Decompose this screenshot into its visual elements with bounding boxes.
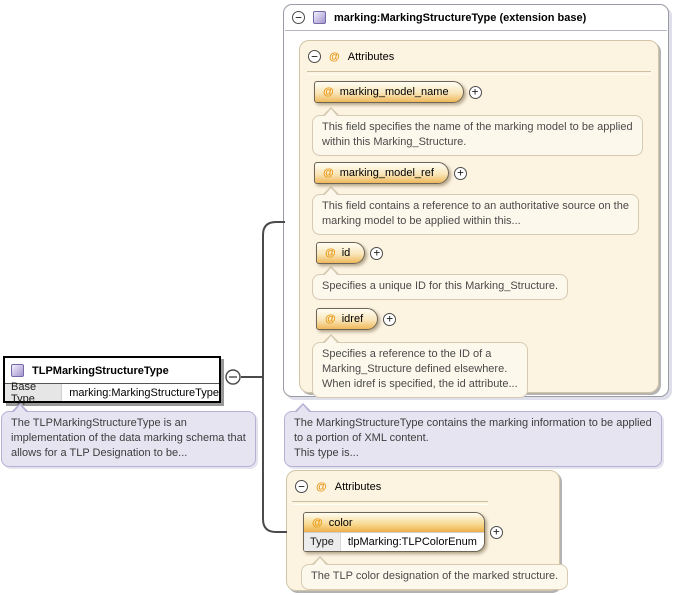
base-type-label: Base Type — [5, 381, 63, 405]
type-value: tlpMarking:TLPColorEnum — [347, 536, 477, 548]
attributes-group-header: − @ Attributes — [300, 41, 658, 63]
header-divider — [285, 30, 667, 34]
attribute-doc-note: The TLP color designation of the marked … — [301, 556, 569, 590]
expand-attribute-button[interactable]: + — [489, 525, 503, 539]
attribute-name: idref — [341, 313, 364, 325]
base-type-row: Base Type marking:MarkingStructureType — [5, 381, 219, 405]
expand-attribute-button[interactable]: + — [383, 312, 397, 326]
collapse-attributes-button[interactable]: − — [295, 480, 308, 493]
color-attribute-title-row: @ color — [304, 513, 484, 533]
attribute-name: color — [328, 516, 353, 529]
attribute-name: id — [341, 247, 351, 259]
attribute-row: @ marking_model_name + — [314, 81, 482, 103]
collapse-attributes-button[interactable]: − — [308, 50, 321, 63]
attribute-node-marking-model-ref[interactable]: @ marking_model_ref — [314, 162, 449, 184]
expand-attribute-button[interactable]: + — [453, 166, 467, 180]
color-attribute-type-row: Type tlpMarking:TLPColorEnum — [304, 533, 484, 551]
type-title-row: TLPMarkingStructureType — [5, 358, 219, 384]
type-label: Type — [304, 533, 341, 551]
complex-type-icon — [11, 364, 24, 377]
attribute-doc-note: This field specifies the name of the mar… — [312, 107, 643, 156]
base-type-value: marking:MarkingStructureType — [69, 386, 219, 399]
extension-base-header: − marking:MarkingStructureType (extensio… — [284, 5, 668, 30]
attribute-row: @ idref + — [316, 308, 397, 330]
tlp-type-doc-note: The TLPMarkingStructureType is an implem… — [1, 403, 256, 467]
attribute-name: marking_model_ref — [339, 167, 434, 179]
attribute-node-color[interactable]: @ color Type tlpMarking:TLPColorEnum — [303, 512, 485, 552]
complex-type-icon — [313, 11, 326, 24]
type-title: TLPMarkingStructureType — [32, 364, 169, 377]
attribute-row: @ color Type tlpMarking:TLPColorEnum + — [303, 512, 503, 552]
attribute-at-icon: @ — [323, 86, 334, 98]
attribute-node-marking-model-name[interactable]: @ marking_model_name — [314, 81, 464, 103]
extension-base-attributes-group: − @ Attributes @ marking_model_name + Th… — [299, 40, 659, 398]
attribute-row: @ marking_model_ref + — [314, 162, 467, 184]
attribute-name: marking_model_name — [339, 86, 449, 98]
attribute-doc-note: Specifies a reference to the ID of a Mar… — [312, 334, 528, 398]
attribute-at-icon: @ — [325, 313, 336, 325]
attribute-at-icon: @ — [312, 516, 323, 529]
attribute-node-idref[interactable]: @ idref — [316, 308, 379, 330]
attribute-doc-note: This field contains a reference to an au… — [312, 186, 639, 235]
attribute-node-id[interactable]: @ id — [316, 242, 366, 264]
attributes-group-label: Attributes — [334, 480, 382, 493]
marking-structure-type-doc-note: The MarkingStructureType contains the ma… — [284, 403, 662, 467]
extension-base-title: marking:MarkingStructureType (extension … — [334, 11, 587, 24]
attributes-group-label: Attributes — [347, 50, 395, 63]
attribute-at-icon: @ — [329, 50, 340, 63]
expand-attribute-button[interactable]: + — [370, 246, 384, 260]
attribute-at-icon: @ — [316, 480, 327, 493]
extension-base-panel: − marking:MarkingStructureType (extensio… — [283, 4, 669, 398]
attribute-at-icon: @ — [323, 167, 334, 179]
local-attributes-group: − @ Attributes @ color Type tlpMarking:T… — [286, 470, 569, 591]
tlp-marking-structure-type-box[interactable]: TLPMarkingStructureType Base Type markin… — [3, 356, 221, 405]
group-divider — [307, 71, 651, 75]
collapse-branch-icon[interactable] — [225, 369, 241, 385]
attribute-doc-note: Specifies a unique ID for this Marking_S… — [312, 266, 569, 300]
expand-attribute-button[interactable]: + — [468, 85, 482, 99]
attributes-group-header: − @ Attributes — [287, 471, 559, 493]
attribute-at-icon: @ — [325, 247, 336, 259]
attribute-row: @ id + — [316, 242, 384, 264]
group-divider — [292, 501, 488, 505]
collapse-extension-base-button[interactable]: − — [292, 11, 305, 24]
